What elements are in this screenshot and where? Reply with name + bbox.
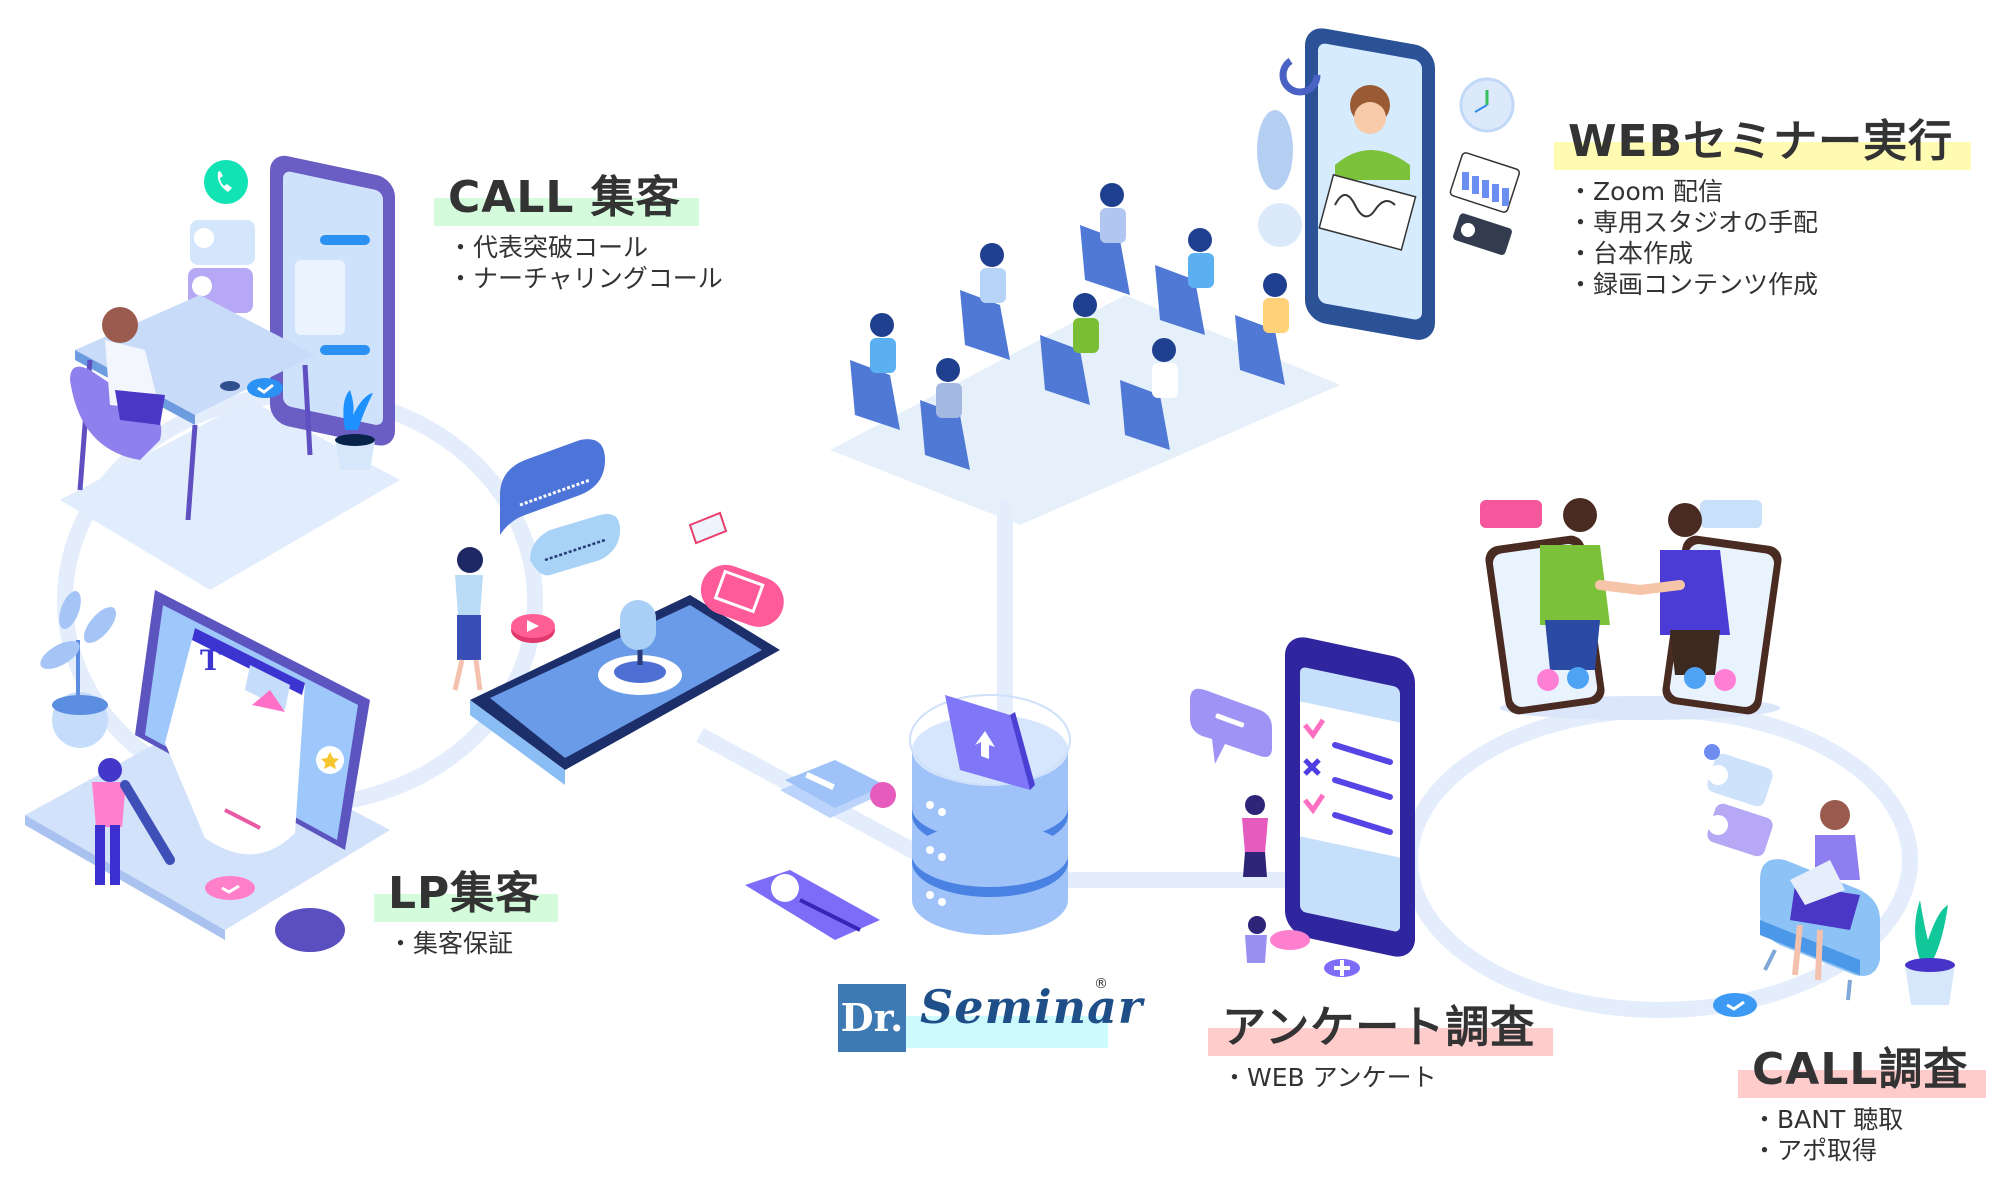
logo-wordmark: Seminar xyxy=(920,980,1144,1034)
webinar-title-text: WEBセミナー実行 xyxy=(1568,116,1954,167)
list-item: 台本作成 xyxy=(1568,238,1953,269)
list-item: Zoom 配信 xyxy=(1568,176,1953,207)
list-item: 集客保証 xyxy=(388,928,540,959)
call-acquisition-section: CALL 集客 代表突破コール ナーチャリングコール xyxy=(434,172,723,294)
call-acquisition-list: 代表突破コール ナーチャリングコール xyxy=(448,232,723,294)
lp-acquisition-section: LP集客 集客保証 xyxy=(374,868,559,959)
call-survey-list: BANT 聴取 アポ取得 xyxy=(1752,1104,1968,1166)
call-acquisition-title: CALL 集客 xyxy=(434,172,699,226)
webinar-list: Zoom 配信 専用スタジオの手配 台本作成 録画コンテンツ作成 xyxy=(1568,176,1953,300)
lp-acquisition-title-text: LP集客 xyxy=(388,868,541,919)
list-item: 専用スタジオの手配 xyxy=(1568,207,1953,238)
operator-desk-illustration xyxy=(60,155,400,590)
list-item: 代表突破コール xyxy=(448,232,723,263)
list-item: アポ取得 xyxy=(1752,1135,1968,1166)
survey-section: アンケート調査 WEB アンケート xyxy=(1208,1002,1554,1093)
seminar-audience-illustration xyxy=(830,183,1340,760)
registered-mark: ® xyxy=(1094,976,1108,992)
laptop-lp-illustration: T xyxy=(25,590,390,952)
dr-seminar-logo: Dr. Seminar ® xyxy=(838,976,1142,1054)
webinar-section: WEBセミナー実行 Zoom 配信 専用スタジオの手配 台本作成 録画コンテンツ… xyxy=(1554,116,1972,300)
list-item: 録画コンテンツ作成 xyxy=(1568,269,1953,300)
call-survey-title-text: CALL調査 xyxy=(1752,1044,1969,1095)
svg-text:T: T xyxy=(200,644,221,677)
lp-acquisition-list: 集客保証 xyxy=(388,928,540,959)
list-item: BANT 聴取 xyxy=(1752,1104,1968,1135)
checkmark-icon xyxy=(870,782,896,808)
webinar-title: WEBセミナー実行 xyxy=(1554,116,1972,170)
voice-smartphone-illustration xyxy=(452,439,784,785)
call-survey-section: CALL調査 BANT 聴取 アポ取得 xyxy=(1738,1044,1987,1166)
call-survey-title: CALL調査 xyxy=(1738,1044,1987,1098)
database-server-illustration xyxy=(745,694,1071,940)
mouse-icon xyxy=(275,908,345,952)
phone-call-icon xyxy=(204,160,248,204)
lp-acquisition-title: LP集客 xyxy=(374,868,559,922)
survey-title: アンケート調査 xyxy=(1208,1002,1554,1056)
survey-list: WEB アンケート xyxy=(1222,1062,1535,1093)
list-item: ナーチャリングコール xyxy=(448,263,723,294)
logo-mark: Dr. xyxy=(838,984,906,1052)
survey-phone-illustration xyxy=(1190,637,1415,977)
donut-chart-icon xyxy=(1279,54,1321,96)
sofa-operator-illustration xyxy=(1704,744,1955,1017)
presenter-phone-illustration xyxy=(1257,28,1521,340)
call-acquisition-title-text: CALL 集客 xyxy=(448,172,681,223)
handshake-phones-illustration xyxy=(1480,498,1782,720)
survey-title-text: アンケート調査 xyxy=(1222,1002,1536,1053)
list-item: WEB アンケート xyxy=(1222,1062,1535,1093)
